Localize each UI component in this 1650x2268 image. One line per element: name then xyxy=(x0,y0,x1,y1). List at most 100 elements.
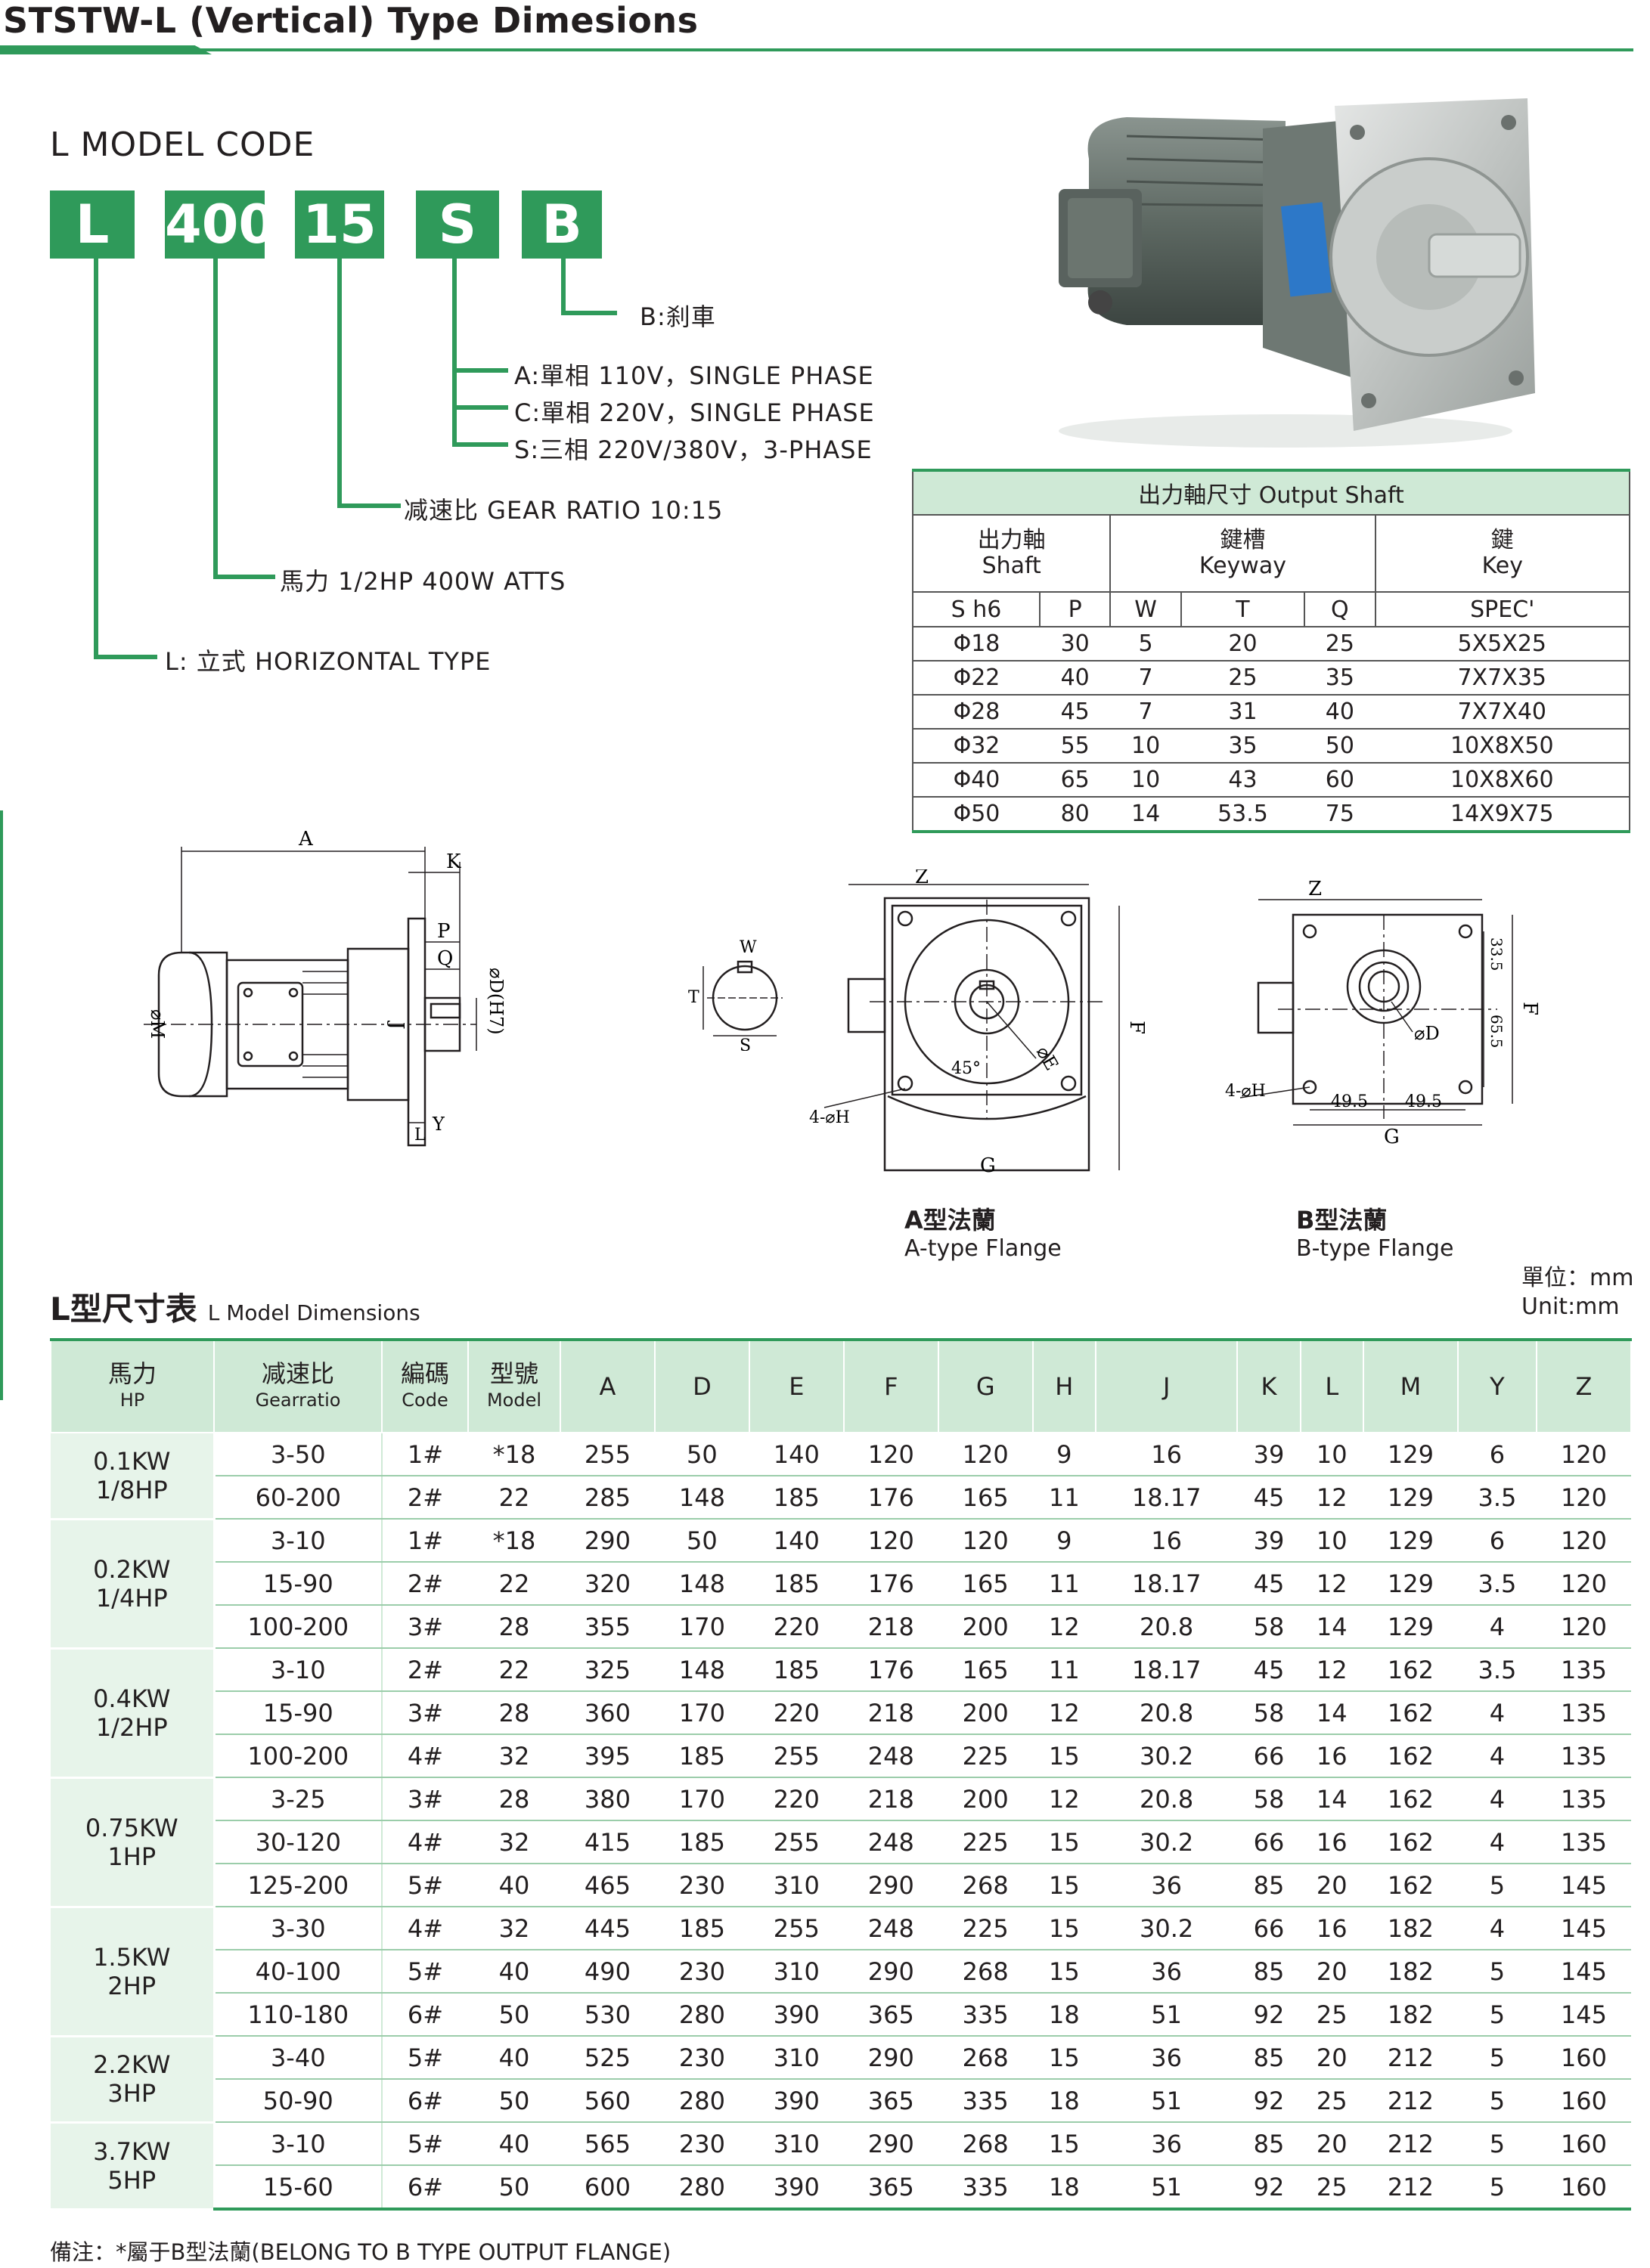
dim-label-j: J xyxy=(386,1020,408,1030)
dim-label-p: P xyxy=(437,920,451,943)
key-spec-cell: 14X9X75 xyxy=(1375,796,1631,833)
type-desc: L: 立式 HORIZONTAL TYPE xyxy=(165,647,492,676)
gearratio-cell: 110-180 xyxy=(214,1993,383,2037)
hp-kw: 0.4KW xyxy=(93,1684,171,1713)
col-t: T xyxy=(1180,591,1306,627)
dim-d-cell: 148 xyxy=(654,1648,749,1692)
header-dim-m: M xyxy=(1362,1338,1459,1433)
dim-m-cell: 182 xyxy=(1363,1907,1458,1950)
dim-l-cell: 16 xyxy=(1300,1907,1363,1950)
dim-l-cell: 10 xyxy=(1300,1433,1363,1476)
hp-kw: 0.75KW xyxy=(85,1813,178,1842)
dim-a-cell: 360 xyxy=(560,1691,655,1735)
model-cell: 28 xyxy=(468,1777,560,1821)
gearratio-cell: 15-90 xyxy=(214,1562,383,1606)
dim-z-cell: 120 xyxy=(1536,1433,1631,1476)
dim-e-cell: 185 xyxy=(749,1476,844,1520)
key-spec-cell: 10X8X50 xyxy=(1375,728,1631,764)
dim-f-cell: 120 xyxy=(843,1519,938,1563)
model-cell: 40 xyxy=(468,2036,560,2080)
dim-j-cell: 30.2 xyxy=(1095,1734,1238,1778)
dim-z-cell: 120 xyxy=(1536,1562,1631,1606)
hp-kw: 0.1KW xyxy=(93,1446,171,1476)
dim-k-cell: 66 xyxy=(1237,1734,1301,1778)
header-dim-h: H xyxy=(1031,1338,1096,1433)
dim-z-cell: 120 xyxy=(1536,1605,1631,1649)
dim-a-cell: 415 xyxy=(560,1820,655,1864)
dim-h-cell: 12 xyxy=(1032,1605,1096,1649)
dim-label-v2: 65.5 xyxy=(1487,1015,1506,1049)
dim-z-cell: 160 xyxy=(1536,2165,1631,2211)
dim-d-cell: 230 xyxy=(654,2036,749,2080)
shaft-section-drawing: W T S xyxy=(688,938,783,1051)
dim-l-cell: 25 xyxy=(1300,1993,1363,2037)
shaft-table-caption: 出力軸尺寸 Output Shaft xyxy=(912,469,1630,516)
dim-d-cell: 185 xyxy=(654,1907,749,1950)
dim-l-cell: 20 xyxy=(1300,2036,1363,2080)
model-cell: 28 xyxy=(468,1605,560,1649)
dim-z-cell: 120 xyxy=(1536,1519,1631,1563)
dim-label-q: Q xyxy=(437,947,453,970)
dim-a-cell: 255 xyxy=(560,1433,655,1476)
dim-f-cell: 290 xyxy=(843,2122,938,2166)
shaft-p-cell: 55 xyxy=(1040,728,1111,764)
dim-f-cell: 218 xyxy=(843,1605,938,1649)
dim-m-cell: 129 xyxy=(1363,1476,1458,1520)
gearratio-cell: 30-120 xyxy=(214,1820,383,1864)
dim-y-cell: 4 xyxy=(1457,1777,1537,1821)
phase-s-desc: S:三相 220V/380V，3-PHASE xyxy=(514,435,873,464)
gearratio-cell: 3-25 xyxy=(214,1777,383,1821)
keyway-w-cell: 14 xyxy=(1110,796,1181,833)
dim-y-cell: 5 xyxy=(1457,2036,1537,2080)
gearratio-cell: 3-50 xyxy=(214,1433,383,1476)
code-cell: 6# xyxy=(382,2079,468,2123)
col-q: Q xyxy=(1304,591,1376,627)
dim-j-cell: 30.2 xyxy=(1095,1907,1238,1950)
keyway-q-cell: 50 xyxy=(1304,728,1376,764)
dim-e-cell: 185 xyxy=(749,1648,844,1692)
model-cell: 40 xyxy=(468,1864,560,1907)
dim-f-cell: 365 xyxy=(843,2165,938,2211)
dim-z-cell: 135 xyxy=(1536,1734,1631,1778)
dim-label-h-b: 4-⌀H xyxy=(1225,1082,1266,1101)
dim-e-cell: 255 xyxy=(749,1820,844,1864)
dim-d-cell: 148 xyxy=(654,1562,749,1606)
code-cell: 5# xyxy=(382,1950,468,1994)
col-w: W xyxy=(1109,591,1182,627)
header-dim-e: E xyxy=(748,1338,845,1433)
dim-m-cell: 162 xyxy=(1363,1820,1458,1864)
header-dim-j: J xyxy=(1094,1338,1239,1433)
header-dim-d: D xyxy=(653,1338,750,1433)
dim-h-cell: 11 xyxy=(1032,1648,1096,1692)
code-cell: 1# xyxy=(382,1433,468,1476)
dim-f-cell: 248 xyxy=(843,1734,938,1778)
dim-y-cell: 3.5 xyxy=(1457,1562,1537,1606)
keyway-t-cell: 35 xyxy=(1180,728,1305,764)
dim-z-cell: 160 xyxy=(1536,2036,1631,2080)
model-cell: 22 xyxy=(468,1648,560,1692)
dim-h-cell: 15 xyxy=(1032,1820,1096,1864)
code-cell: 4# xyxy=(382,1907,468,1950)
gear-motor-photo xyxy=(1059,98,1535,448)
model-code-heading: L MODEL CODE xyxy=(50,125,315,164)
dim-label-deg: 45° xyxy=(951,1059,981,1078)
dim-m-cell: 162 xyxy=(1363,1734,1458,1778)
dim-l-cell: 16 xyxy=(1300,1734,1363,1778)
dim-d-cell: 170 xyxy=(654,1691,749,1735)
